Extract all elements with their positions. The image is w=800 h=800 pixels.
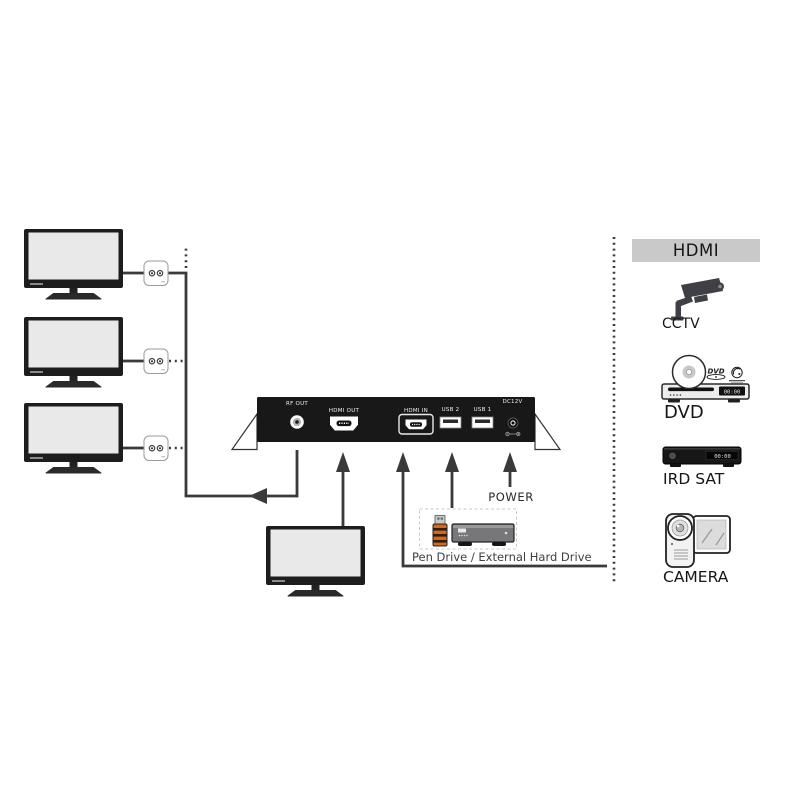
external-hard-drive-icon — [451, 523, 515, 546]
hdmi-out-port-label: HDMI OUT — [328, 408, 360, 414]
hdmi-in-connector-icon — [398, 413, 434, 435]
camcorder-icon — [665, 513, 731, 568]
rf-cabling — [123, 271, 299, 498]
hdmi-in-arrow-icon — [396, 452, 410, 472]
wall-outlet-icon-1 — [143, 260, 169, 287]
polarity-icon — [505, 431, 521, 437]
satellite-receiver-icon: 00:00 — [662, 446, 742, 467]
device-panel — [257, 397, 535, 442]
dvd-player-display: 00:00 — [724, 390, 741, 396]
hdmi-in-port-label: HDMI IN — [404, 408, 428, 414]
usb1-port-label: USB 1 — [473, 406, 492, 413]
tv-icon-1 — [23, 228, 124, 300]
hdmi-header-label: HDMI — [672, 241, 720, 260]
dc-jack-icon — [507, 417, 519, 429]
power-arrow-icon — [503, 452, 517, 472]
ird-sat-label: IRD SAT — [663, 470, 725, 488]
usb2-arrow-icon — [445, 452, 459, 472]
tv-icon-4 — [265, 525, 366, 597]
tv-icon-2 — [23, 316, 124, 388]
dvd-logo-text: DVD — [707, 368, 724, 376]
hdmi-out-connector-icon — [330, 416, 358, 431]
cctv-label: CCTV — [662, 316, 700, 332]
dvd-label: DVD — [664, 402, 704, 423]
modulator-device — [230, 397, 562, 451]
power-label: POWER — [488, 490, 534, 504]
rf-connector-icon — [290, 415, 304, 429]
device-connection-lines — [341, 470, 607, 568]
dvd-logo-icon: DVD — [706, 368, 726, 380]
rf-out-port-label: RF OUT — [286, 400, 308, 407]
usb-pen-drive-icon — [432, 515, 448, 547]
wall-outlet-icon-3 — [143, 435, 169, 462]
up-arrows — [336, 452, 517, 472]
bluray-logo-icon — [729, 366, 745, 384]
pen-drive-label: Pen Drive / External Hard Drive — [412, 550, 592, 564]
left-arrow-icon — [249, 488, 267, 504]
left-mount-flange — [230, 412, 258, 451]
hdmi-out-arrow-icon — [336, 452, 350, 472]
hdmi-header-box: HDMI — [632, 239, 760, 262]
dvd-player-icon: 00:00 DVD — [661, 354, 750, 403]
usb2-port-label: USB 2 — [441, 406, 460, 413]
wall-outlet-icon-2 — [143, 348, 169, 375]
usb2-port-icon — [439, 416, 462, 429]
ird-sat-display: 00:00 — [714, 454, 731, 460]
dc12v-port-label: DC12V — [502, 398, 523, 405]
rf-dotted-cabling — [169, 248, 188, 450]
cctv-camera-icon — [671, 278, 724, 321]
tv-icon-3 — [23, 402, 124, 474]
right-mount-flange — [534, 412, 562, 451]
usb-storage-group — [419, 508, 517, 550]
hdmi-in-line — [401, 470, 607, 568]
usb1-port-icon — [471, 416, 494, 429]
camera-label: CAMERA — [663, 568, 729, 586]
